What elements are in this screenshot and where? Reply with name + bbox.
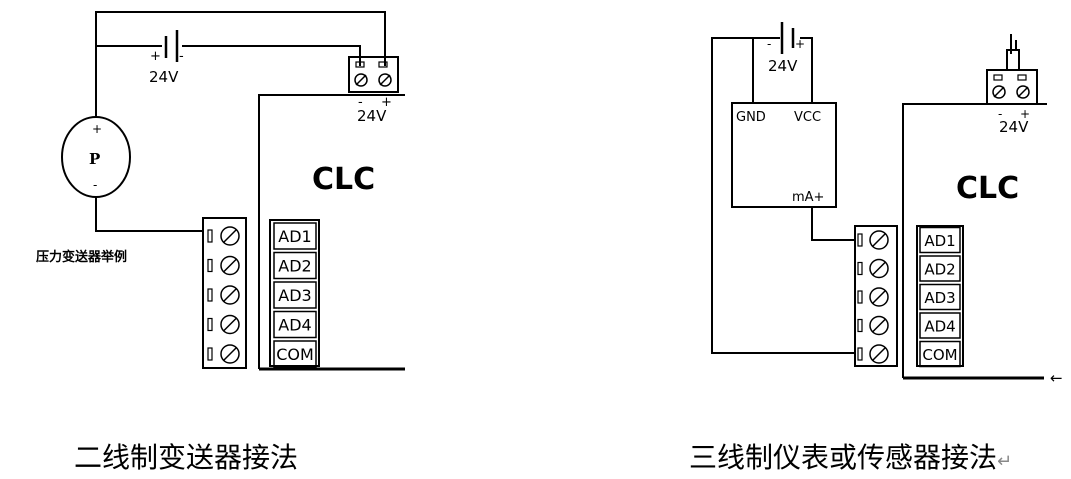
channel-label-ad2: AD2 — [924, 261, 955, 279]
terminal-slot — [207, 288, 213, 302]
terminal-screw — [220, 344, 240, 364]
terminal-slot — [857, 290, 863, 304]
channel-label-com: COM — [276, 345, 314, 364]
left-power-terminal — [348, 56, 399, 93]
channel-box — [273, 281, 317, 309]
right-battery-voltage: 24V — [768, 57, 798, 75]
return-mark: ↵ — [997, 451, 1013, 472]
right-caption-text: 三线制仪表或传感器接法 — [689, 441, 998, 474]
right-screw-terminals — [857, 230, 889, 364]
right-top-terminal-battery — [1010, 34, 1017, 54]
terminal-slot — [207, 258, 213, 273]
left-supply-voltage: 24V — [357, 107, 387, 125]
right-vcc-label: VCC — [794, 110, 821, 125]
channel-box — [273, 251, 317, 280]
terminal-screw-slot-line — [871, 232, 887, 248]
terminal-screw-slot-line — [222, 258, 238, 273]
terminal-slot — [857, 347, 863, 361]
channel-box — [273, 310, 317, 339]
terminal-screw-slot-line — [222, 317, 238, 332]
channel-box — [919, 255, 961, 282]
right-controller-label: CLC — [956, 171, 1019, 206]
arrow-mark: ← — [1050, 369, 1063, 387]
right-gnd-label: GND — [736, 110, 766, 125]
right-supply-plus: + — [1020, 107, 1030, 121]
channel-box — [919, 312, 961, 339]
terminal-screw — [869, 258, 889, 279]
terminal-slot — [207, 347, 213, 361]
left-controller-outline — [258, 94, 405, 371]
channel-label-ad4: AD4 — [924, 318, 955, 336]
left-pressure-sensor — [61, 116, 131, 198]
terminal-screw-slot-line — [222, 287, 238, 303]
channel-box — [919, 226, 961, 254]
channel-box — [273, 222, 317, 250]
terminal-screw — [220, 285, 240, 305]
terminal-screw — [220, 314, 240, 335]
right-supply-minus: - — [998, 107, 1002, 121]
terminal-screw-slot-line — [222, 346, 238, 362]
terminal-screw — [869, 230, 889, 250]
left-sensor-note: 压力变送器举例 — [36, 249, 127, 265]
terminal-screw-slot-line — [222, 228, 238, 244]
left-supply-minus: - — [358, 95, 363, 110]
right-battery-symbol — [780, 22, 795, 54]
channel-label-ad3: AD3 — [278, 286, 311, 305]
left-battery-voltage: 24V — [149, 68, 179, 86]
channel-label-ad2: AD2 — [278, 257, 311, 276]
right-power-terminal — [986, 69, 1038, 105]
terminal-slot — [207, 229, 213, 243]
left-supply-plus: + — [381, 95, 392, 110]
right-battery-minus: - — [767, 37, 771, 51]
terminal-screw — [869, 287, 889, 307]
left-screw-terminals — [207, 226, 240, 364]
terminal-screw-slot-line — [871, 318, 887, 333]
left-battery-minus: - — [179, 49, 184, 64]
right-ma-plus-label: mA+ — [792, 190, 824, 205]
left-battery-plus: + — [150, 49, 161, 64]
terminal-screw-slot-line — [871, 261, 887, 276]
terminal-slot — [857, 233, 863, 247]
terminal-screw-slot-line — [871, 289, 887, 305]
right-wires — [711, 37, 1020, 354]
channel-label-com: COM — [922, 346, 957, 364]
channel-label-ad4: AD4 — [278, 316, 311, 335]
channel-label-ad3: AD3 — [924, 289, 955, 307]
left-sensor-plus: + — [92, 122, 102, 136]
terminal-slot — [857, 261, 863, 276]
right-controller-outline — [902, 103, 1047, 380]
terminal-screw — [869, 344, 889, 364]
left-sensor-symbol: P — [89, 150, 100, 168]
terminal-screw — [220, 255, 240, 276]
channel-box — [919, 340, 961, 368]
right-caption: 三线制仪表或传感器接法↵ — [689, 436, 1012, 476]
terminal-slot — [207, 317, 213, 332]
terminal-slot — [857, 318, 863, 333]
left-io-terminal-block — [202, 217, 320, 369]
left-sensor-minus: - — [93, 178, 97, 192]
channel-box — [273, 340, 317, 368]
left-caption: 二线制变送器接法 — [74, 441, 299, 474]
terminal-screw-slot-line — [871, 346, 887, 362]
right-sensor-box — [731, 102, 837, 208]
right-battery-plus: + — [795, 37, 805, 51]
terminal-screw — [869, 315, 889, 336]
channel-label-ad1: AD1 — [278, 227, 311, 246]
right-supply-voltage: 24V — [999, 118, 1029, 136]
channel-box — [919, 283, 961, 311]
left-battery-symbol — [164, 30, 179, 62]
terminal-screw — [220, 226, 240, 246]
left-controller-label: CLC — [312, 162, 375, 197]
channel-label-ad1: AD1 — [924, 232, 955, 250]
left-wires — [95, 11, 386, 232]
